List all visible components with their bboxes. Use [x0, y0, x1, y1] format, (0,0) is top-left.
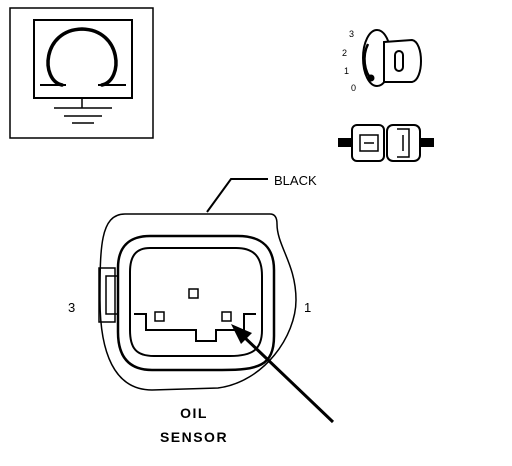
ignition-position-2: 2 — [342, 48, 347, 58]
pin-label-left: 3 — [68, 300, 75, 315]
pressure-sensor-ground-icon — [9, 7, 154, 139]
wire-color-label: BLACK — [274, 173, 317, 188]
terminal-3 — [154, 311, 165, 322]
ignition-key-switch-icon: 3 2 1 0 — [342, 29, 422, 93]
ignition-position-0: 0 — [351, 83, 356, 93]
two-part-connector-icon — [338, 124, 434, 162]
pointer-arrow — [231, 324, 335, 424]
terminal-1 — [221, 311, 232, 322]
ignition-position-3: 3 — [349, 29, 354, 39]
component-label-line1: OIL — [180, 405, 208, 421]
wire-color-leader — [206, 178, 268, 213]
terminal-2 — [188, 288, 199, 299]
pin-label-right: 1 — [304, 300, 311, 315]
connector-face — [98, 213, 297, 391]
ignition-position-1: 1 — [344, 66, 349, 76]
component-label-line2: SENSOR — [160, 429, 228, 445]
